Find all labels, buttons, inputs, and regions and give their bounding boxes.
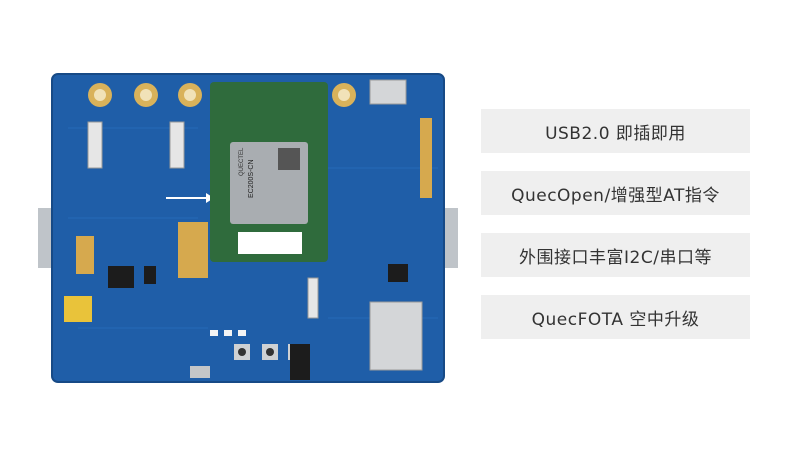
lte-module: QUECTEL EC200S-CN [210, 82, 328, 262]
dev-board-image: QUECTEL EC200S-CN [38, 68, 458, 388]
module-brand: QUECTEL [239, 147, 245, 176]
feature-quecopen: QuecOpen/增强型AT指令 [481, 171, 750, 215]
module-model: EC200S-CN [248, 159, 255, 198]
feature-fota: QuecFOTA 空中升级 [481, 295, 750, 339]
feature-list: USB2.0 即插即用 QuecOpen/增强型AT指令 外围接口丰富I2C/串… [481, 109, 750, 357]
feature-interfaces: 外围接口丰富I2C/串口等 [481, 233, 750, 277]
antenna-connectors [88, 83, 356, 107]
feature-usb: USB2.0 即插即用 [481, 109, 750, 153]
